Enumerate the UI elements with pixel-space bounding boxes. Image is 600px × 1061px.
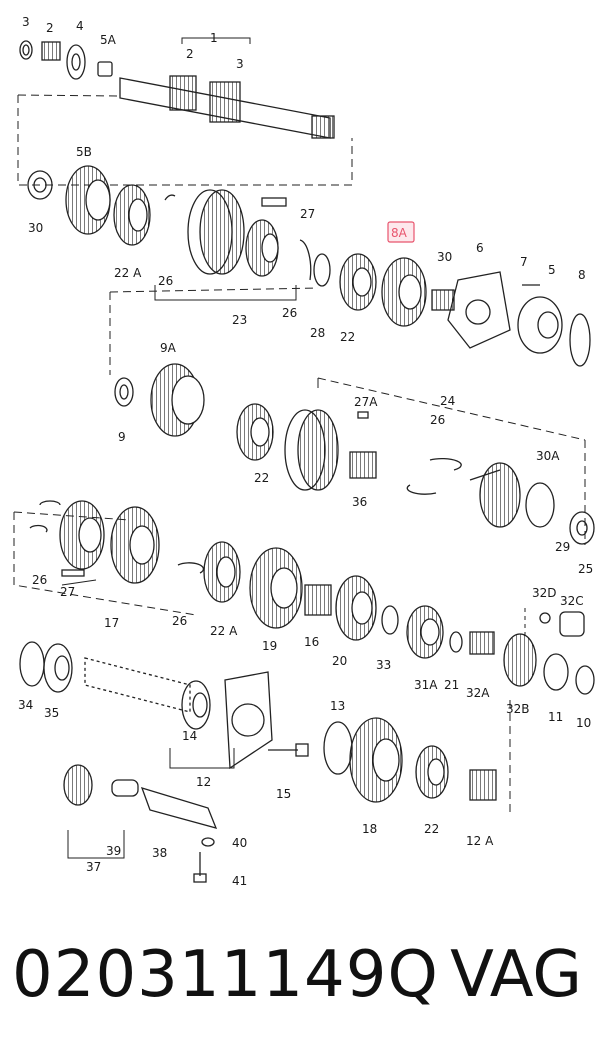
label-32c: 32C — [560, 594, 584, 608]
label-3b: 3 — [236, 57, 244, 71]
part-number: 020311149Q — [12, 938, 439, 1012]
gear-group-row-4 — [29, 500, 595, 695]
dashed-frame-3 — [13, 511, 197, 616]
callout-labels: 3 2 4 5A 1 2 3 5B 30 22 A 26 27 23 26 28… — [18, 15, 593, 888]
group-bracket-17 — [61, 579, 97, 586]
dashed-frame-1 — [17, 94, 353, 186]
label-25: 25 — [578, 562, 593, 576]
label-34: 34 — [18, 698, 33, 712]
label-22a: 22 A — [114, 266, 142, 280]
label-19: 19 — [262, 639, 277, 653]
label-30a: 30A — [536, 449, 560, 463]
label-39: 39 — [106, 844, 121, 858]
label-24: 24 — [440, 394, 455, 408]
label-4: 4 — [76, 19, 84, 33]
label-10: 10 — [576, 716, 591, 730]
label-9: 9 — [118, 430, 126, 444]
label-30b: 30 — [437, 250, 452, 264]
label-5a: 5A — [100, 33, 117, 47]
label-2: 2 — [46, 21, 54, 35]
group-bracket-23 — [154, 285, 297, 301]
label-13: 13 — [330, 699, 345, 713]
label-6: 6 — [476, 241, 484, 255]
label-26: 26 — [158, 274, 173, 288]
label-26c: 26 — [430, 413, 445, 427]
brand-name: VAG — [450, 938, 582, 1012]
group-bracket-37 — [67, 830, 125, 859]
label-26e: 26 — [172, 614, 187, 628]
exploded-gearbox-diagram: 3 2 4 5A 1 2 3 5B 30 22 A 26 27 23 26 28… — [13, 15, 595, 888]
label-20: 20 — [332, 654, 347, 668]
label-15: 15 — [276, 787, 291, 801]
label-11: 11 — [548, 710, 563, 724]
label-8: 8 — [578, 268, 586, 282]
label-36: 36 — [352, 495, 367, 509]
label-26b: 26 — [282, 306, 297, 320]
label-1: 1 — [210, 31, 218, 45]
label-17: 17 — [104, 616, 119, 630]
label-9a: 9A — [160, 341, 177, 355]
label-31a: 31A — [414, 678, 438, 692]
label-18: 18 — [362, 822, 377, 836]
label-22d: 22 — [424, 822, 439, 836]
label-22: 22 — [340, 330, 355, 344]
label-32d: 32D — [532, 586, 557, 600]
label-5: 5 — [548, 263, 556, 277]
label-5b: 5B — [76, 145, 92, 159]
label-32a: 32A — [466, 686, 490, 700]
label-33: 33 — [376, 658, 391, 672]
label-8a-highlighted: 8A — [391, 226, 408, 240]
label-38: 38 — [152, 846, 167, 860]
highlight-box-8a — [387, 221, 415, 243]
dashed-frame-2 — [109, 287, 586, 545]
label-21: 21 — [444, 678, 459, 692]
label-35: 35 — [44, 706, 59, 720]
label-14: 14 — [182, 729, 197, 743]
label-16: 16 — [304, 635, 319, 649]
label-41: 41 — [232, 874, 247, 888]
label-30: 30 — [28, 221, 43, 235]
label-40: 40 — [232, 836, 247, 850]
gear-group-row-3 — [114, 363, 595, 545]
label-29: 29 — [555, 540, 570, 554]
label-7: 7 — [520, 255, 528, 269]
label-27: 27 — [300, 207, 315, 221]
label-37: 37 — [86, 860, 101, 874]
group-bracket-12 — [169, 748, 235, 769]
shaft-group-row-6 — [63, 764, 218, 883]
label-27b: 27 — [60, 585, 75, 599]
label-32b: 32B — [506, 702, 530, 716]
sync-group-row-2 — [27, 165, 591, 367]
group-bracket-1 — [181, 37, 251, 44]
label-2b: 2 — [186, 47, 194, 61]
part-info-footer: 020311149Q VAG — [0, 930, 600, 1040]
label-12: 12 — [196, 775, 211, 789]
shaft-assembly-top — [19, 40, 335, 139]
label-26d: 26 — [32, 573, 47, 587]
label-3: 3 — [22, 15, 30, 29]
label-12a: 12 A — [466, 834, 494, 848]
label-23: 23 — [232, 313, 247, 327]
shaft-group-row-5 — [19, 641, 497, 803]
label-22c: 22 — [254, 471, 269, 485]
label-28: 28 — [310, 326, 325, 340]
label-22a-b: 22 A — [210, 624, 238, 638]
label-27a: 27A — [354, 395, 378, 409]
